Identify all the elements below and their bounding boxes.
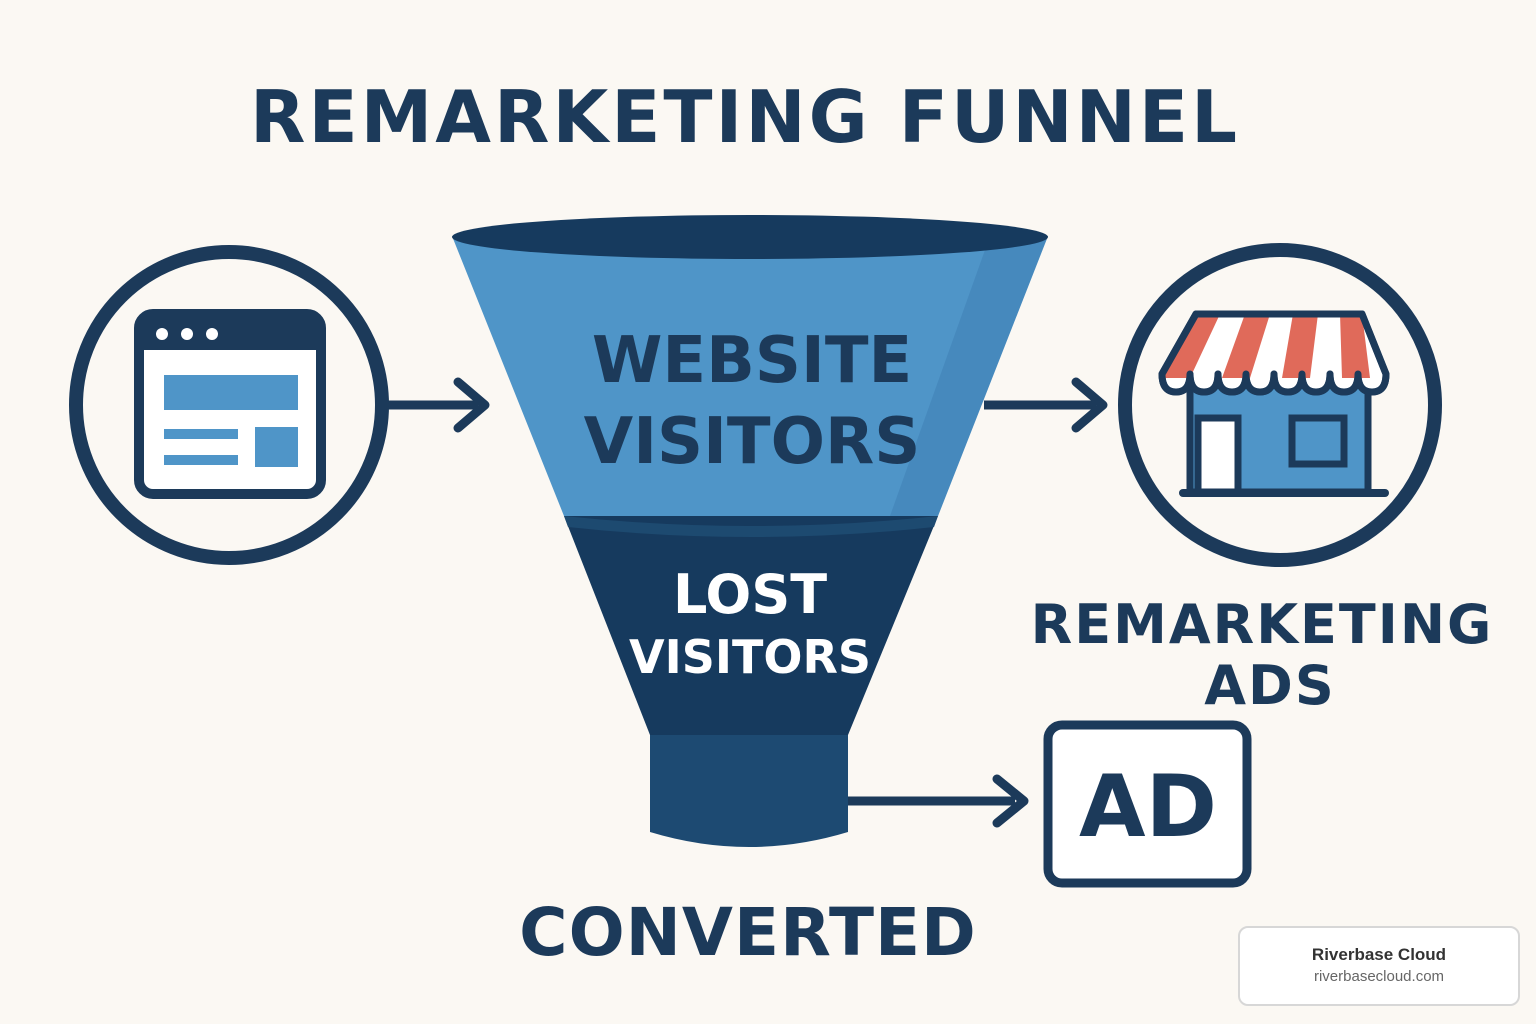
funnel-highlight [890,236,1048,516]
storefront-icon [1158,310,1390,497]
brand-name: Riverbase Cloud [1311,945,1447,964]
browser-window-icon [134,309,326,499]
diagram-title: REMARKETING FUNNEL [250,75,1240,159]
ad-box-text: AD [1079,757,1217,857]
funnel-top-label-line2: VISITORS [584,405,921,479]
funnel-middle-label-line2: VISITORS [629,630,871,684]
funnel [452,215,1048,847]
funnel-spout [650,735,848,847]
arrow-to-store [984,377,1108,433]
ad-box: AD [1043,720,1252,888]
funnel-top-section [452,236,1048,516]
funnel-rim [452,215,1048,259]
awning [1158,310,1390,396]
brand-badge[interactable]: Riverbase Cloud riverbasecloud.com [1238,926,1520,1006]
remarketing-ads-label-line2: ADS [1204,654,1336,717]
arrow-to-ad [848,774,1029,828]
funnel-top-label-line1: WEBSITE [592,324,912,398]
brand-url: riverbasecloud.com [1313,968,1445,985]
converted-label: CONVERTED [519,894,977,971]
store-icon-circle [1118,243,1442,567]
remarketing-ads-label-line1: REMARKETING [1031,593,1494,656]
funnel-middle-label-line1: LOST [673,563,827,626]
arrow-to-funnel [386,377,490,433]
website-icon-circle [69,245,389,565]
funnel-middle-section [564,516,938,735]
